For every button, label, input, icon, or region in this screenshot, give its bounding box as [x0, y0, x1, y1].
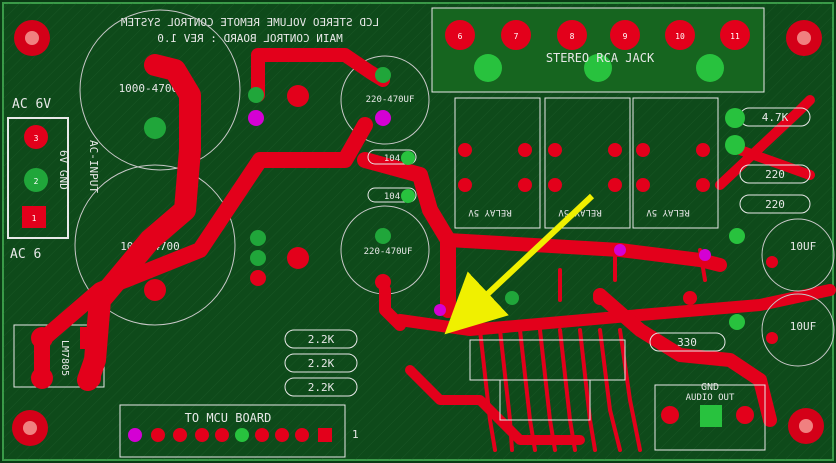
- mount-hole-bottom-right: [788, 408, 824, 444]
- relay-2: RELAY 5V: [544, 97, 631, 229]
- rca-jack-pads: [445, 20, 750, 50]
- svg-text:RELAY 5V: RELAY 5V: [468, 207, 512, 217]
- svg-text:220: 220: [765, 168, 785, 181]
- relay-3: RELAY 5V: [632, 97, 719, 229]
- svg-text:330: 330: [677, 336, 697, 349]
- mount-hole-bottom-left: [12, 410, 48, 446]
- audio-pad-gnd: [700, 405, 722, 427]
- audio-gnd-label: GND: [701, 382, 719, 393]
- svg-text:RELAY 5V: RELAY 5V: [646, 207, 690, 217]
- ac-pin-1: [22, 206, 46, 228]
- svg-text:220-470UF: 220-470UF: [364, 247, 413, 257]
- board-title-line2: MAIN CONTROL BOARD : REV 1.0: [157, 32, 342, 45]
- ac-pin-3: [24, 125, 48, 149]
- audio-pad-left: [661, 406, 679, 424]
- audio-out-label: AUDIO OUT: [686, 393, 735, 403]
- rca-ground-pads: [474, 54, 724, 82]
- ac-input-connector: [7, 117, 69, 239]
- rca-pin-label: 10: [675, 32, 685, 41]
- capacitor-10uf-a: 10UF: [761, 218, 835, 292]
- svg-text:RELAY 5V: RELAY 5V: [558, 207, 602, 217]
- capacitor-220uf-top: 220-470UF: [340, 55, 430, 145]
- ic-footprint-2: [499, 379, 591, 421]
- resistor-220-b: 220: [739, 194, 811, 214]
- ac-pin-2: [24, 168, 48, 192]
- resistor-330: 330: [649, 332, 726, 352]
- rca-pin-label: 9: [623, 32, 628, 41]
- resistor-2-2k-c: 2.2K: [284, 377, 358, 397]
- board-title-line1: LCD STEREO VOLUME REMOTE CONTROL SYSTEM: [120, 16, 379, 29]
- ac-pin-label: 1: [32, 214, 37, 223]
- svg-text:2.2K: 2.2K: [308, 357, 335, 370]
- ac-input-label: AC-INPUT: [87, 140, 100, 193]
- mcu-header-pads: [128, 428, 332, 442]
- audio-out-outline: [654, 384, 766, 451]
- mcu-header-label: TO MCU BOARD: [185, 411, 272, 425]
- gnd-6v-label: 6V GND: [57, 150, 70, 190]
- svg-text:2.2K: 2.2K: [308, 333, 335, 346]
- mcu-header-outline: [119, 404, 346, 458]
- stereo-rca-label: STEREO RCA JACK: [546, 51, 655, 65]
- ac-6v-top-label: AC 6V: [12, 97, 51, 112]
- svg-text:220-470UF: 220-470UF: [366, 95, 415, 105]
- svg-text:2.2K: 2.2K: [308, 381, 335, 394]
- relay-1: RELAY 5V: [454, 97, 541, 229]
- capacitor-104-a: 104: [367, 149, 417, 165]
- mount-hole-top-right: [786, 20, 822, 56]
- capacitor-104-b: 104: [367, 187, 417, 203]
- rca-pin-label: 6: [458, 32, 463, 41]
- annotation-arrow: [444, 193, 595, 335]
- mount-hole-top-left: [14, 20, 50, 56]
- svg-text:104: 104: [384, 154, 400, 164]
- ac-6-bottom-label: AC 6: [10, 247, 41, 262]
- capacitor-10uf-b: 10UF: [761, 293, 835, 367]
- resistor-2-2k-b: 2.2K: [284, 353, 358, 373]
- svg-text:220: 220: [765, 198, 785, 211]
- pad-green-right-2: [725, 135, 745, 155]
- svg-text:104: 104: [384, 192, 400, 202]
- svg-text:10UF: 10UF: [790, 320, 817, 333]
- audio-pad-right: [736, 406, 754, 424]
- svg-text:10UF: 10UF: [790, 240, 817, 253]
- resistor-2-2k-a: 2.2K: [284, 329, 358, 349]
- rca-pin-label: 11: [730, 32, 740, 41]
- rca-pin-label: 7: [514, 32, 519, 41]
- lm7805-label: LM7805: [59, 340, 70, 376]
- mcu-pin1-label: 1: [352, 428, 359, 441]
- resistor-220-a: 220: [739, 164, 811, 184]
- ac-pin-label: 2: [34, 177, 39, 186]
- ac-pin-label: 3: [34, 134, 39, 143]
- svg-text:4.7K: 4.7K: [762, 111, 789, 124]
- rca-pin-label: 8: [570, 32, 575, 41]
- pad-green-right: [725, 108, 745, 128]
